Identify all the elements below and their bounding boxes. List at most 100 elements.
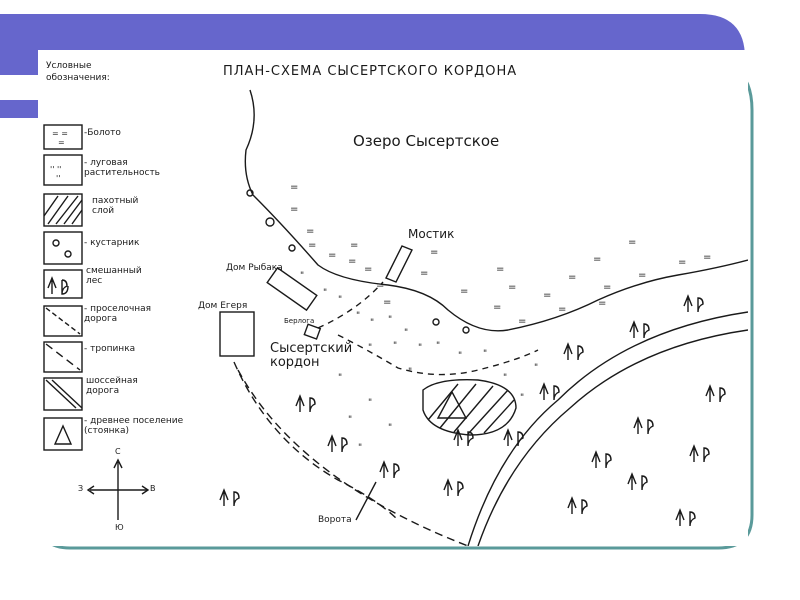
compass-north: С	[115, 447, 121, 456]
fisherman-house	[266, 266, 318, 312]
svg-text:": "	[534, 363, 538, 373]
svg-text:'': ''	[56, 174, 60, 183]
svg-text:": "	[436, 341, 440, 351]
svg-text:=: =	[350, 240, 358, 251]
svg-text:=: =	[543, 290, 551, 301]
map-drawing: = == '' ''''	[43, 89, 748, 546]
compass-west: З	[78, 484, 84, 493]
svg-text:=: =	[430, 247, 438, 258]
compass-rose	[86, 458, 150, 520]
legend-box-meadow: '' ''''	[43, 154, 83, 186]
svg-text:=: =	[493, 302, 501, 313]
svg-text:=: =	[383, 297, 391, 308]
svg-text:=: =	[628, 237, 636, 248]
gate-mark	[355, 481, 377, 521]
forester-house	[219, 311, 255, 357]
svg-text:=: =	[364, 264, 372, 275]
legend-label-swamp: -Болото	[84, 128, 121, 138]
svg-text:= =: = =	[52, 129, 68, 138]
svg-text:=: =	[496, 264, 504, 275]
shrub-marks	[246, 189, 470, 334]
map-sheet: = == '' ''''	[38, 50, 748, 546]
settlement-triangle	[436, 390, 468, 419]
svg-text:=: =	[508, 282, 516, 293]
svg-text:": "	[404, 328, 408, 338]
legend-box-swamp: = ==	[43, 124, 83, 150]
compass-east: В	[150, 484, 156, 493]
svg-text:": "	[483, 349, 487, 359]
label-fisherman-house: Дом Рыбака	[226, 263, 283, 273]
svg-text:": "	[358, 443, 362, 453]
tree-marks	[219, 294, 726, 527]
svg-text:=: =	[638, 270, 646, 281]
map-title: ПЛАН-СХЕМА СЫСЕРТСКОГО КОРДОНА	[223, 64, 518, 79]
legend-label-highway: шоссейная дорога	[86, 376, 138, 396]
svg-text:": "	[393, 341, 397, 351]
svg-text:=: =	[678, 257, 686, 268]
legend-label-dirt-road: - проселочная дорога	[84, 304, 152, 324]
svg-text:=: =	[420, 268, 428, 279]
svg-text:=: =	[348, 256, 356, 267]
svg-text:=: =	[518, 316, 526, 327]
bridge	[385, 245, 413, 283]
label-cordon: Сысертский кордон	[270, 341, 353, 370]
svg-text:": "	[368, 398, 372, 408]
meadow-symbols: """" """" """" """" """" ""	[300, 271, 538, 453]
svg-text:=: =	[558, 304, 566, 315]
highway-road-2	[477, 329, 748, 546]
svg-text:=: =	[593, 254, 601, 265]
svg-text:": "	[338, 373, 342, 383]
label-gate: Ворота	[318, 515, 352, 525]
svg-text:=: =	[290, 204, 298, 215]
svg-text:": "	[338, 295, 342, 305]
legend-box-footpath	[43, 341, 83, 373]
svg-text:": "	[520, 393, 524, 403]
svg-text:": "	[370, 318, 374, 328]
svg-text:=: =	[460, 286, 468, 297]
svg-text:=: =	[306, 226, 314, 237]
legend-label-shrub: - кустарник	[84, 238, 140, 248]
label-bridge: Мостик	[408, 227, 455, 241]
svg-text:=: =	[376, 280, 384, 291]
legend-label-arable: пахотный слой	[92, 196, 139, 216]
label-den: Берлога	[284, 317, 315, 325]
footpath-2	[337, 334, 539, 376]
legend-label-mixed-forest: смешанный лес	[86, 266, 142, 286]
legend-box-forest	[43, 269, 83, 299]
svg-text:": "	[323, 288, 327, 298]
label-forester-house: Дом Егеря	[198, 301, 248, 311]
legend-box-arable	[43, 193, 83, 227]
legend-title: Условные обозначения:	[46, 61, 110, 83]
lake-name: Озеро Сысертское	[353, 132, 500, 150]
arable-hatching	[427, 383, 515, 435]
svg-text:=: =	[328, 250, 336, 261]
svg-text:": "	[503, 373, 507, 383]
dirt-road	[237, 369, 469, 546]
swamp-symbols: ==== ==== ==== ==== ==== ==== ===	[290, 182, 711, 327]
lake-shoreline	[244, 89, 748, 332]
compass-south: Ю	[115, 523, 124, 532]
legend-label-footpath: - тропинка	[84, 344, 136, 354]
svg-text:=: =	[308, 240, 316, 251]
legend-box-shrub	[43, 231, 83, 265]
highway-road	[467, 311, 748, 546]
svg-text:=: =	[703, 252, 711, 263]
arable-plot	[422, 379, 517, 436]
legend-box-highway	[43, 377, 83, 411]
legend-label-meadow: - луговая растительность	[84, 158, 160, 178]
svg-text:=: =	[603, 282, 611, 293]
legend-label-settlement: - древнее поселение (стоянка)	[84, 416, 184, 436]
svg-text:": "	[418, 343, 422, 353]
dirt-road-2	[233, 361, 399, 521]
svg-text:": "	[388, 315, 392, 325]
svg-text:": "	[356, 311, 360, 321]
svg-text:=: =	[58, 138, 65, 147]
svg-text:'' '': '' ''	[50, 165, 61, 174]
legend-box-settlement	[43, 417, 83, 451]
den-house	[303, 323, 322, 340]
svg-text:": "	[300, 271, 304, 281]
svg-text:=: =	[290, 182, 298, 193]
svg-text:": "	[408, 367, 412, 377]
svg-text:=: =	[568, 272, 576, 283]
svg-text:=: =	[598, 298, 606, 309]
